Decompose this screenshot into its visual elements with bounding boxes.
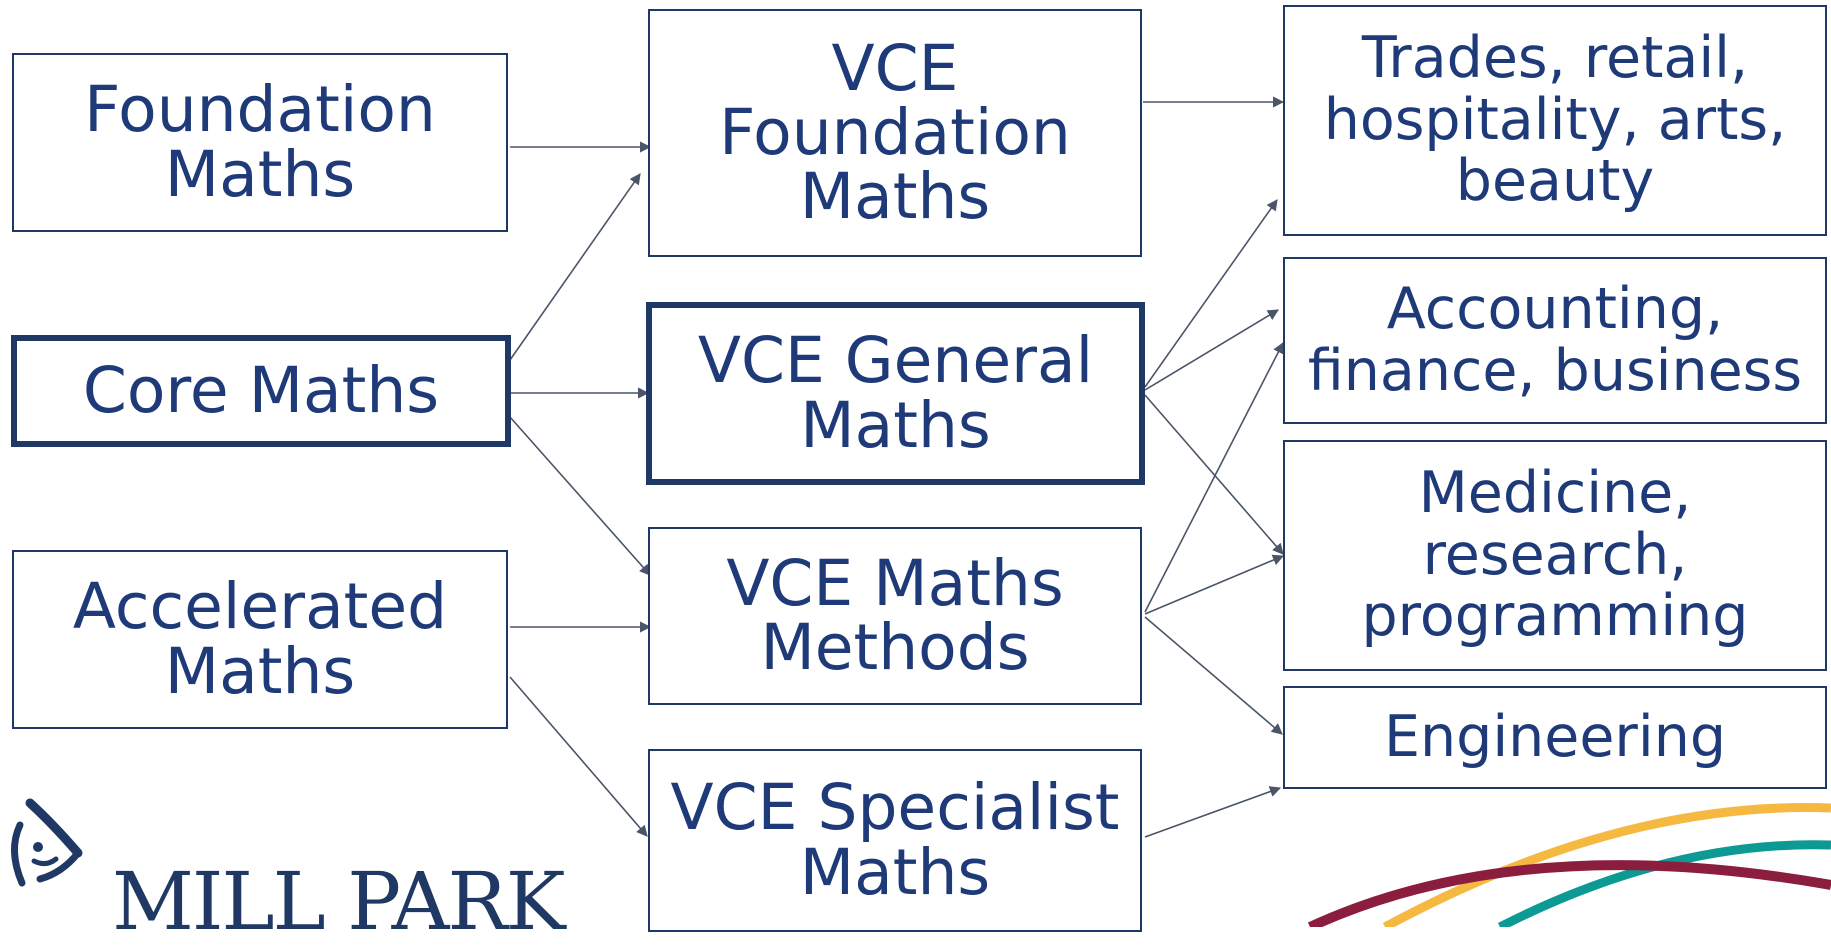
- arrow-accelerated-to-vce-specialist: [509, 676, 648, 837]
- box-label: Trades, retail, hospitality, arts, beaut…: [1323, 25, 1787, 215]
- arrow-vce-methods-to-engineering: [1144, 616, 1283, 735]
- box-foundation-maths: Foundation Maths: [12, 53, 508, 232]
- box-vce-general-maths: VCE General Maths: [646, 302, 1145, 485]
- box-label: Foundation Maths: [84, 73, 436, 211]
- box-trades-retail: Trades, retail, hospitality, arts, beaut…: [1283, 5, 1827, 236]
- arrow-vce-general-to-trades: [1144, 199, 1278, 388]
- box-label: Core Maths: [82, 353, 440, 427]
- box-core-maths: Core Maths: [11, 335, 511, 447]
- school-logo-text: MILL PARK: [112, 855, 565, 948]
- box-vce-specialist-maths: VCE Specialist Maths: [648, 749, 1142, 932]
- box-label: Accelerated Maths: [72, 570, 448, 708]
- box-vce-foundation-maths: VCE Foundation Maths: [648, 9, 1142, 257]
- arrow-vce-methods-to-medicine: [1144, 554, 1285, 615]
- box-label: Medicine, research, programming: [1361, 460, 1749, 650]
- box-engineering: Engineering: [1283, 686, 1827, 789]
- arrow-core-to-vce-foundation: [509, 173, 641, 361]
- box-label: VCE Foundation Maths: [719, 31, 1071, 234]
- box-label: VCE Maths Methods: [726, 546, 1064, 684]
- arrow-vce-general-to-accounting: [1144, 309, 1279, 391]
- box-accelerated-maths: Accelerated Maths: [12, 550, 508, 729]
- arrow-vce-methods-to-accounting: [1144, 342, 1284, 613]
- arrow-vce-specialist-to-engineering: [1144, 786, 1282, 838]
- box-label: Accounting, finance, business: [1307, 275, 1803, 404]
- arrow-core-to-vce-methods: [509, 416, 651, 576]
- decorative-arcs: [1307, 803, 1831, 927]
- box-vce-maths-methods: VCE Maths Methods: [648, 527, 1142, 705]
- box-accounting-finance: Accounting, finance, business: [1283, 257, 1827, 424]
- box-medicine-research: Medicine, research, programming: [1283, 440, 1827, 671]
- arrow-vce-general-to-medicine: [1144, 394, 1284, 555]
- box-label: VCE Specialist Maths: [670, 771, 1120, 909]
- box-label: Engineering: [1384, 703, 1726, 770]
- box-label: VCE General Maths: [697, 324, 1094, 462]
- school-crest-icon: [11, 798, 83, 887]
